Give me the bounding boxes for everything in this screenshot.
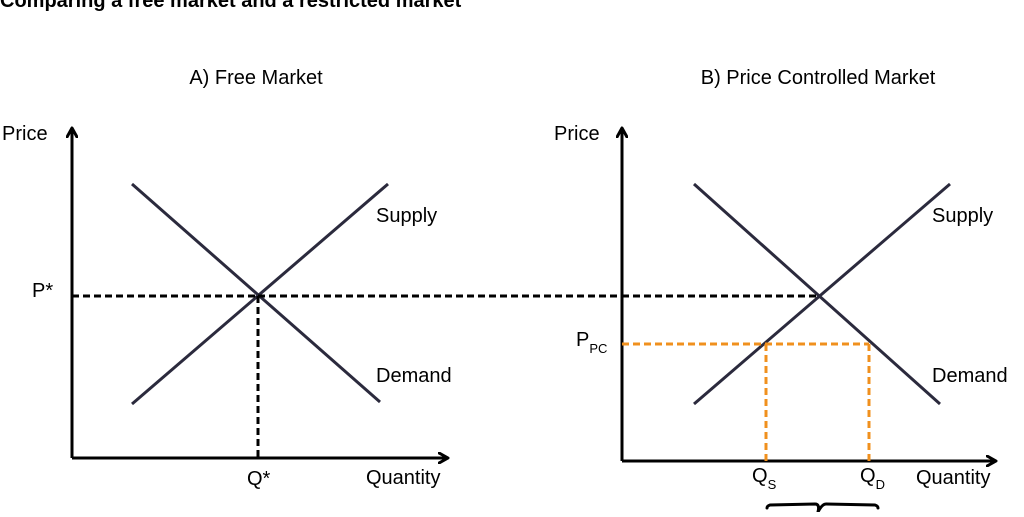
panel-b-demand-curve <box>693 182 941 406</box>
panel-b-supply-curve <box>693 182 951 406</box>
figure-title: Comparing a free market and a restricted… <box>0 0 462 12</box>
panel-b-qd-label: QD <box>860 465 885 492</box>
panel-a-demand-curve <box>131 182 381 404</box>
panel-a-supply-label: Supply <box>376 205 437 227</box>
panel-b-demand-label: Demand <box>932 365 1008 387</box>
panel-a-quantity-label: Quantity <box>366 467 440 489</box>
panel-b-qs-label: QS <box>752 465 777 492</box>
panel-b-heading: B) Price Controlled Market <box>701 67 936 89</box>
panel-a: A) Free Market Price Quantity Supply Dem… <box>2 67 452 490</box>
panel-a-heading: A) Free Market <box>189 67 323 89</box>
panel-a-price-label: Price <box>2 123 48 145</box>
panel-b: B) Price Controlled Market Price Quantit… <box>554 67 1008 514</box>
panel-a-supply-curve <box>131 182 389 406</box>
shortage-bracket <box>765 502 880 514</box>
panel-a-q-star-label: Q* <box>247 468 271 490</box>
panel-b-price-label: Price <box>554 123 600 145</box>
panel-b-quantity-label: Quantity <box>916 467 990 489</box>
panel-a-demand-label: Demand <box>376 365 452 387</box>
panel-b-price-control-label: PPC <box>576 329 607 356</box>
panel-b-supply-label: Supply <box>932 205 993 227</box>
panel-a-p-star-label: P* <box>32 280 53 302</box>
